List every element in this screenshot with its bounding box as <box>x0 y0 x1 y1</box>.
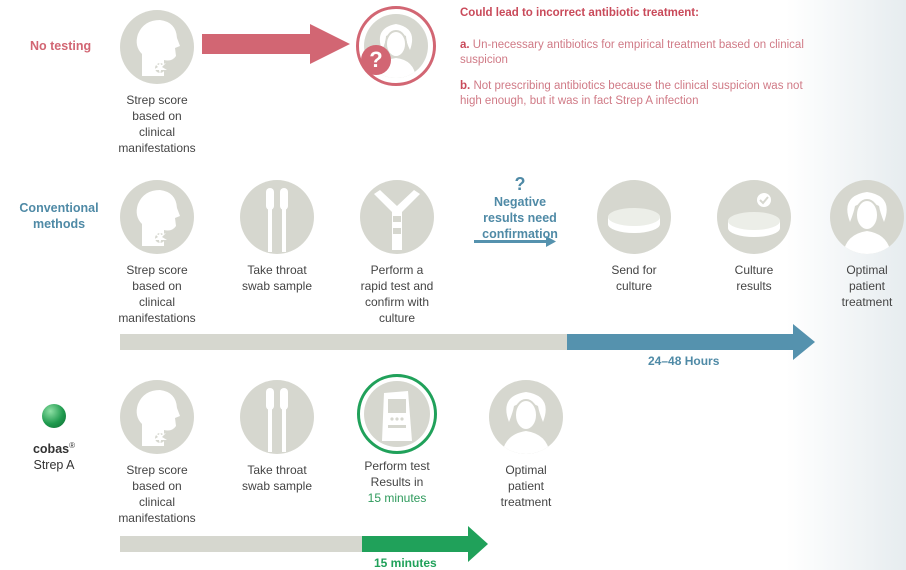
reason-b-prefix: b. <box>460 80 471 92</box>
caption-perform-test-time: 15 minutes <box>367 491 427 505</box>
row-label-conventional: Conventional methods <box>19 201 99 231</box>
row-label-no-testing: No testing <box>30 39 92 53</box>
caption-optimal-treatment: Optimal patient treatment <box>500 463 552 509</box>
negative-question-icon: ? <box>514 174 526 194</box>
conventional-timeline <box>120 324 815 360</box>
petri-dish-icon <box>597 180 671 254</box>
time-label-15-minutes: 15 minutes <box>374 556 437 570</box>
node-culture-results: Culture results <box>714 180 794 294</box>
reason-b: b. Not prescribing antibiotics because t… <box>460 79 820 109</box>
swab-icon <box>240 380 314 454</box>
question-icon: ? <box>361 45 391 75</box>
cobas-reg: ® <box>69 441 76 450</box>
patient-icon <box>489 380 563 454</box>
node-send-culture: Send for culture <box>594 180 674 294</box>
strep-score-icon <box>120 380 194 454</box>
strep-score-icon <box>120 180 194 254</box>
node-rapid-test: Perform a rapid test and confirm with cu… <box>357 180 437 326</box>
caption-rapid-test: Perform a rapid test and confirm with cu… <box>360 263 434 325</box>
caption-strep-score: Strep score based on clinical manifestat… <box>118 463 196 525</box>
background-shade <box>786 0 906 570</box>
timeline-test-segment <box>362 536 470 552</box>
culture-results-icon <box>717 180 791 254</box>
incorrect-treatment-patient: ? <box>356 6 436 86</box>
incorrect-treatment-title: Could lead to incorrect antibiotic treat… <box>460 7 699 19</box>
timeline-pre-segment <box>120 536 362 552</box>
caption-optimal-treatment: Optimal patient treatment <box>841 263 893 309</box>
node-strep-score-conventional: Strep score based on clinical manifestat… <box>117 180 197 326</box>
patient-icon <box>830 180 904 254</box>
cobas-timeline <box>120 526 488 562</box>
no-testing-arrow <box>202 24 350 64</box>
timeline-arrowhead <box>468 526 488 562</box>
cobas-logo-icon <box>42 404 66 428</box>
caption-perform-test: Perform test Results in <box>364 459 430 489</box>
strep-score-icon <box>120 10 194 84</box>
node-optimal-treatment-cobas: Optimal patient treatment <box>486 380 566 510</box>
caption-throat-swab: Take throat swab sample <box>241 463 313 493</box>
reason-a-text: Un-necessary antibiotics for empirical t… <box>460 39 804 66</box>
node-strep-score-no-testing: Strep score based on clinical manifestat… <box>117 10 197 156</box>
node-perform-test: Perform test Results in 15 minutes <box>355 374 439 506</box>
negative-results-arrow <box>474 236 556 247</box>
cobas-product: Strep A <box>33 458 75 473</box>
caption-throat-swab: Take throat swab sample <box>241 263 313 293</box>
cobas-analyzer-ring <box>357 374 437 454</box>
timeline-pre-segment <box>120 334 567 350</box>
time-label-24-48: 24–48 Hours <box>648 354 720 368</box>
swab-icon <box>240 180 314 254</box>
reason-b-text: Not prescribing antibiotics because the … <box>460 80 803 107</box>
node-throat-swab-conventional: Take throat swab sample <box>237 180 317 294</box>
caption-send-culture: Send for culture <box>611 263 657 293</box>
cobas-brand: cobas <box>32 442 70 457</box>
cobas-label: cobas® Strep A <box>22 438 86 473</box>
rapid-test-icon <box>360 180 434 254</box>
negative-results-note: ? Negative results need confirmation <box>470 174 570 242</box>
node-throat-swab-cobas: Take throat swab sample <box>237 380 317 494</box>
node-optimal-treatment-conventional: Optimal patient treatment <box>828 180 906 310</box>
timeline-arrowhead <box>793 324 815 360</box>
caption-culture-results: Culture results <box>734 263 774 293</box>
negative-results-text: Negative results need confirmation <box>482 195 558 241</box>
reason-a: a. Un-necessary antibiotics for empirica… <box>460 38 820 68</box>
analyzer-icon <box>364 381 430 447</box>
caption-strep-score: Strep score based on clinical manifestat… <box>118 263 196 325</box>
caption-strep-score: Strep score based on clinical manifestat… <box>118 93 196 155</box>
timeline-culture-segment <box>567 334 795 350</box>
reason-a-prefix: a. <box>460 39 470 51</box>
node-strep-score-cobas: Strep score based on clinical manifestat… <box>117 380 197 526</box>
